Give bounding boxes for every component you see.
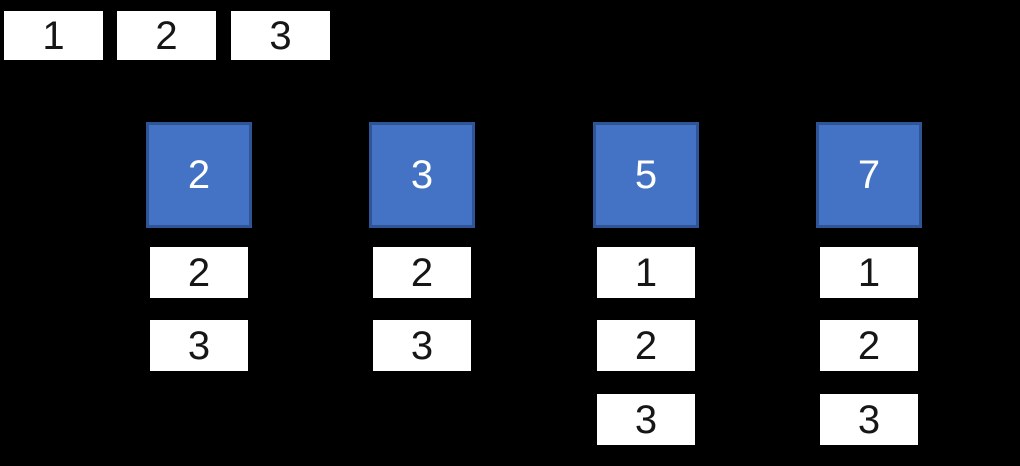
bucket-value: 3 [595,392,697,447]
bucket-value: 1 [595,245,697,300]
bucket-value: 3 [818,392,920,447]
top-row-cell: 3 [229,9,332,62]
bucket-key: 2 [146,122,252,228]
bucket-value: 2 [818,318,920,373]
bucket-value: 2 [148,245,250,300]
bucket-value: 1 [818,245,920,300]
bucket-value: 2 [595,318,697,373]
top-row-cell: 1 [2,9,105,62]
bucket-value: 2 [371,245,473,300]
top-row-cell: 2 [115,9,218,62]
bucket-key: 3 [369,122,475,228]
bucket-key: 5 [593,122,699,228]
bucket-value: 3 [148,318,250,373]
bucket-key: 7 [816,122,922,228]
bucket-value: 3 [371,318,473,373]
